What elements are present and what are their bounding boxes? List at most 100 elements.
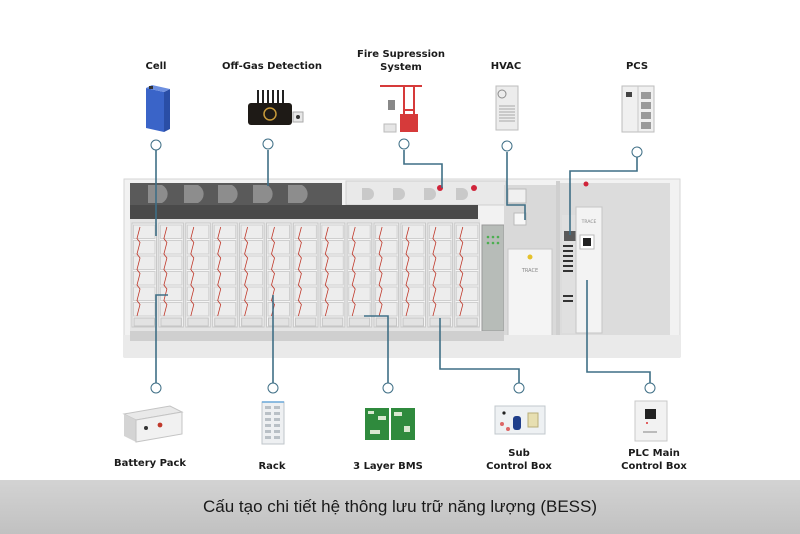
battery-cell-icon <box>146 85 170 132</box>
label-sub-control-box-line1: Sub <box>508 448 530 459</box>
battery-module <box>428 224 452 239</box>
battery-racks <box>131 222 480 328</box>
battery-rack-icon <box>261 401 285 445</box>
battery-module <box>321 240 344 255</box>
battery-rack <box>131 222 157 328</box>
battery-module <box>321 224 344 239</box>
marker-bms[interactable] <box>382 382 394 394</box>
battery-module <box>267 224 290 239</box>
connector-bms <box>364 315 389 383</box>
battery-module <box>402 255 425 270</box>
battery-rack <box>158 222 184 328</box>
battery-module <box>375 224 398 239</box>
label-plc-line1: PLC Main <box>628 448 680 459</box>
battery-module <box>294 255 317 270</box>
marker-fire[interactable] <box>398 138 410 150</box>
battery-module <box>159 224 183 239</box>
label-3-layer-bms: 3 Layer BMS <box>353 461 423 472</box>
marker-cell[interactable] <box>150 139 162 151</box>
battery-rack <box>239 222 265 328</box>
battery-module <box>321 255 344 270</box>
battery-module <box>402 240 425 255</box>
power-cable <box>271 226 275 317</box>
battery-module <box>321 302 344 317</box>
battery-module <box>455 255 479 270</box>
battery-module <box>455 286 479 301</box>
marker-battery-pack[interactable] <box>150 382 162 394</box>
gas-detector-icon <box>248 90 304 125</box>
power-cable <box>378 226 383 317</box>
battery-module <box>186 240 210 255</box>
battery-module <box>213 255 237 270</box>
battery-module <box>294 286 317 301</box>
battery-module <box>133 255 156 270</box>
battery-module <box>213 271 237 286</box>
power-cable <box>351 226 356 317</box>
battery-module <box>348 271 371 286</box>
battery-module <box>428 255 452 270</box>
battery-module <box>133 240 156 255</box>
label-fire-suppression-line1: Fire Supression <box>357 49 445 60</box>
battery-rack <box>454 222 480 328</box>
battery-module <box>186 271 210 286</box>
plc-control-box-icon <box>634 400 668 442</box>
battery-module <box>375 255 398 270</box>
label-pcs: PCS <box>625 61 649 72</box>
label-plc-main-control-box: PLC Main Control Box <box>621 447 687 473</box>
battery-module <box>294 224 317 239</box>
battery-module <box>159 255 183 270</box>
battery-module <box>321 271 344 286</box>
connector-sub-control <box>439 318 520 383</box>
battery-module <box>428 286 452 301</box>
battery-rack <box>292 222 319 328</box>
battery-module <box>240 271 264 286</box>
battery-rack <box>185 222 211 328</box>
battery-module <box>240 286 264 301</box>
power-cable <box>432 226 437 317</box>
battery-module <box>455 271 479 286</box>
battery-module <box>455 302 479 317</box>
power-cable <box>297 226 302 317</box>
hvac-unit-icon <box>495 85 519 131</box>
label-off-gas-detection: Off-Gas Detection <box>222 61 322 72</box>
battery-module <box>159 302 183 317</box>
battery-module <box>240 240 264 255</box>
power-cable <box>459 226 464 317</box>
bms-board-icon <box>365 408 415 440</box>
caption-text: Cấu tạo chi tiết hệ thông lưu trữ năng l… <box>203 497 597 516</box>
battery-module <box>348 255 371 270</box>
battery-rack <box>400 222 426 328</box>
label-sub-control-box: Sub Control Box <box>486 447 552 473</box>
battery-module <box>186 286 210 301</box>
power-cable <box>163 226 168 317</box>
marker-plc[interactable] <box>644 382 656 394</box>
marker-sub-control[interactable] <box>513 382 525 394</box>
marker-rack[interactable] <box>267 382 279 394</box>
battery-module <box>213 240 237 255</box>
battery-module <box>402 286 425 301</box>
marker-pcs[interactable] <box>631 146 643 158</box>
battery-module <box>133 286 156 301</box>
battery-module <box>213 302 237 317</box>
battery-module <box>213 224 237 239</box>
battery-module <box>402 224 425 239</box>
label-battery-pack: Battery Pack <box>113 458 187 469</box>
marker-hvac[interactable] <box>501 140 513 152</box>
battery-module <box>267 255 290 270</box>
battery-module <box>133 302 156 317</box>
battery-module <box>213 286 237 301</box>
battery-module <box>294 271 317 286</box>
power-cable <box>190 226 195 317</box>
connector-plc <box>586 280 651 383</box>
battery-module <box>455 224 479 239</box>
battery-module <box>375 286 398 301</box>
battery-module <box>455 240 479 255</box>
label-fire-suppression-line2: System <box>380 62 422 73</box>
marker-off-gas[interactable] <box>262 138 274 150</box>
battery-module <box>186 302 210 317</box>
connector-lines <box>155 150 651 383</box>
battery-module <box>186 224 210 239</box>
battery-module <box>402 271 425 286</box>
battery-module <box>348 240 371 255</box>
battery-module <box>159 240 183 255</box>
